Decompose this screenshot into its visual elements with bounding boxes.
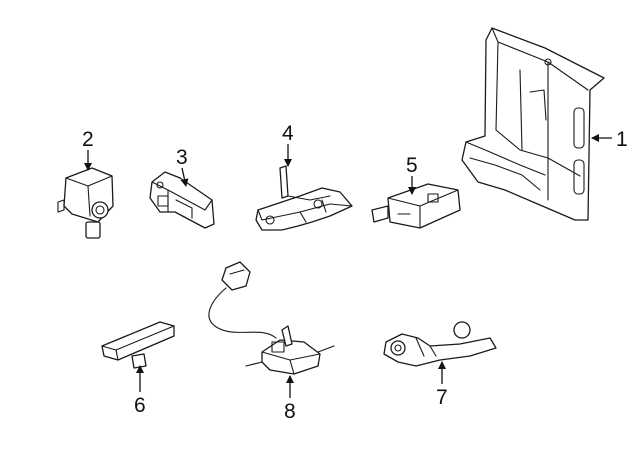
callout-label-5: 5 bbox=[406, 154, 418, 177]
callout-label-2: 2 bbox=[82, 128, 94, 151]
tire-pressure-antenna bbox=[101, 321, 175, 369]
callout-leader-3 bbox=[180, 167, 189, 187]
sensor-link-arm bbox=[383, 321, 497, 367]
callout-label-8: 8 bbox=[284, 400, 296, 423]
sensor-module bbox=[371, 183, 461, 229]
callout-label-6: 6 bbox=[134, 394, 146, 417]
callout-label-4: 4 bbox=[282, 122, 294, 145]
control-module-bracket bbox=[461, 27, 605, 221]
callout-label-3: 3 bbox=[176, 146, 188, 169]
height-sensor-with-rod bbox=[255, 165, 353, 231]
callout-label-7: 7 bbox=[436, 386, 448, 409]
sensor-bracket bbox=[149, 171, 215, 229]
height-sensor-with-harness bbox=[208, 261, 335, 375]
callout-label-1: 1 bbox=[616, 128, 628, 151]
impact-sensor bbox=[57, 167, 114, 239]
